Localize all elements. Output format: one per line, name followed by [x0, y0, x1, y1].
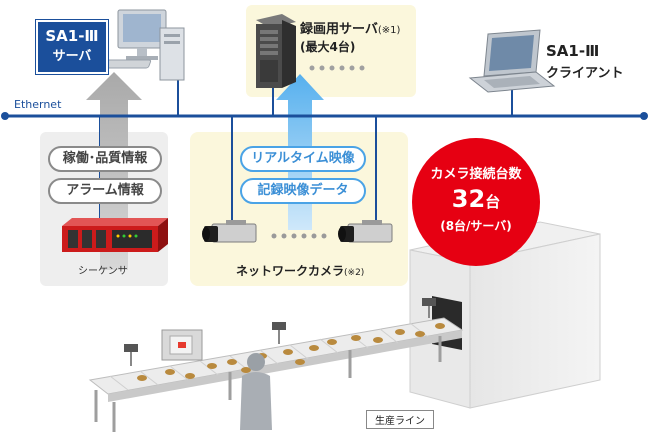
- server-name: SA1-Ⅲ: [45, 27, 99, 45]
- server-role: サーバ: [52, 49, 92, 64]
- recorder-title: 録画用サーバ(※1): [300, 18, 400, 37]
- badge-count: 32: [451, 185, 486, 213]
- network-camera-icon: [338, 220, 393, 243]
- ethernet-label: Ethernet: [14, 98, 62, 111]
- camera-more-dots: [271, 233, 327, 239]
- badge-title: カメラ接続台数: [430, 167, 522, 182]
- alarm-info-pill: アラーム情報: [48, 178, 162, 204]
- server-label-box: SA1-Ⅲ サーバ: [36, 20, 108, 74]
- person-icon: [240, 353, 272, 430]
- sequencer-label: シーケンサ: [78, 266, 128, 277]
- camera-note: (※2): [344, 268, 365, 278]
- client-name: SA1-Ⅲ: [546, 42, 600, 60]
- tower-server-icon: [256, 14, 296, 88]
- recorder-capacity: (最大4台): [300, 40, 356, 54]
- plc-device-icon: [62, 218, 168, 252]
- ethernet-end-right: [640, 112, 648, 120]
- recorder-note: (※1): [377, 25, 401, 36]
- recorder-more-dots: [309, 65, 365, 71]
- recorded-video-pill: 記録映像データ: [240, 178, 366, 204]
- production-line-label: 生産ライン: [366, 410, 434, 429]
- badge-count-row: 32台: [412, 184, 540, 217]
- laptop-icon: [468, 29, 556, 93]
- network-camera-icon: [202, 220, 257, 243]
- operation-quality-info-pill: 稼働･品質情報: [48, 146, 162, 172]
- ethernet-end-left: [1, 112, 9, 120]
- client-role: クライアント: [546, 66, 624, 81]
- badge-unit: 台: [485, 193, 501, 211]
- camera-label-text: ネットワークカメラ: [236, 264, 345, 278]
- camera-count-badge: カメラ接続台数 32台 (8台/サーバ): [412, 138, 540, 266]
- desktop-pc-icon: [102, 9, 185, 81]
- realtime-video-pill: リアルタイム映像: [240, 146, 366, 172]
- camera-label: ネットワークカメラ(※2): [236, 262, 364, 279]
- badge-sub: (8台/サーバ): [440, 219, 512, 233]
- recorder-title-text: 録画用サーバ: [300, 22, 378, 37]
